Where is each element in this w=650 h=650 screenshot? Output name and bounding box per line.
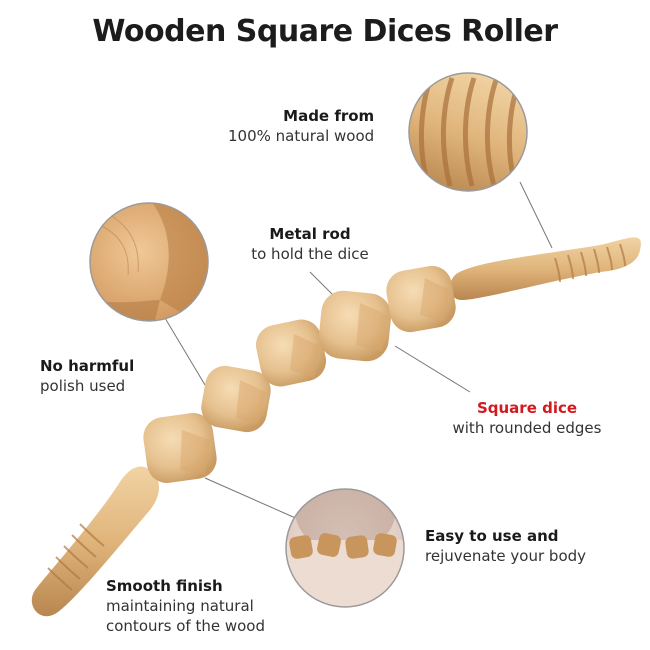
callout-lines — [164, 181, 553, 521]
zoom-dice-closeup — [89, 202, 209, 322]
callout-made-from: Made from 100% natural wood — [228, 106, 374, 146]
callout-smooth-finish-sub: maintaining natural — [106, 597, 254, 615]
page-title: Wooden Square Dices Roller — [92, 14, 558, 49]
callout-easy-to-use-sub: rejuvenate your body — [425, 547, 587, 565]
callout-made-from-heading: Made from — [283, 107, 375, 125]
callout-easy-to-use-heading: Easy to use and — [425, 527, 559, 545]
callout-smooth-finish-sub2: contours of the wood — [106, 617, 266, 635]
callout-smooth-finish: Smooth finish maintaining natural contou… — [106, 576, 265, 636]
callout-metal-rod: Metal rod to hold the dice — [240, 224, 380, 264]
callout-easy-to-use: Easy to use and rejuvenate your body — [425, 526, 586, 566]
callout-metal-rod-sub: to hold the dice — [251, 245, 369, 263]
right-handle — [449, 237, 641, 300]
callout-metal-rod-heading: Metal rod — [269, 225, 351, 243]
callout-made-from-sub: 100% natural wood — [228, 127, 375, 145]
callout-square-dice-heading: Square dice — [476, 399, 578, 417]
callout-no-harmful: No harmful polish used — [40, 356, 134, 396]
callout-no-harmful-heading: No harmful — [40, 357, 135, 375]
callout-square-dice: Square dice with rounded edges — [432, 398, 622, 438]
zoom-handle-grooves — [408, 72, 528, 192]
callout-no-harmful-sub: polish used — [40, 377, 126, 395]
callout-square-dice-sub: with rounded edges — [452, 419, 602, 437]
dice-chain — [143, 265, 456, 483]
zoom-neck-usage — [285, 488, 405, 608]
left-handle — [31, 466, 160, 617]
callout-smooth-finish-heading: Smooth finish — [106, 577, 223, 595]
